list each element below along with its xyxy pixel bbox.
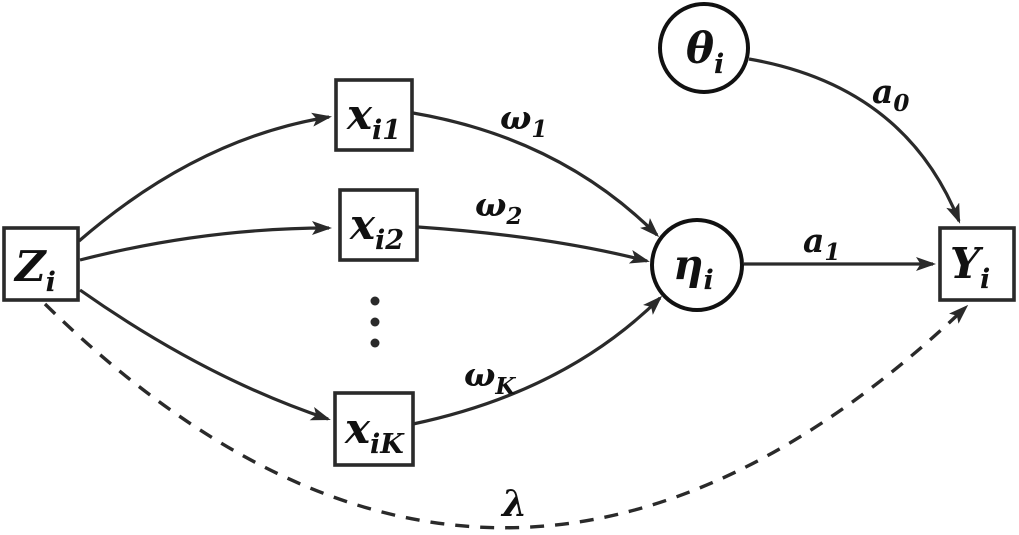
node-y-label: Yi — [950, 239, 990, 295]
edge-label-a1: a1 — [803, 221, 840, 266]
edge-x1-to-eta — [412, 111, 660, 238]
node-xK-label: xiK — [344, 404, 405, 460]
edge-label-omegaK: ωK — [464, 355, 516, 400]
edge-theta-to-y — [748, 57, 961, 224]
edge-x2-to-eta — [417, 225, 650, 264]
node-x2-box — [338, 188, 419, 262]
edge-z-to-x2 — [79, 221, 332, 262]
node-x1-label: xi1 — [346, 90, 401, 146]
edge-label-omega2: ω2 — [475, 185, 522, 230]
node-x1-box — [334, 78, 414, 152]
edge-z-to-y-dashed — [43, 302, 969, 530]
edge-label-lambda: λ — [500, 483, 527, 525]
edge-z-to-xK — [79, 288, 331, 421]
node-xK-box — [333, 391, 415, 467]
edge-label-omega1: ω1 — [500, 98, 547, 143]
edge-label-a0: a0 — [872, 72, 909, 117]
edge-xK-to-eta — [412, 295, 663, 426]
node-z-box — [2, 226, 80, 302]
vertical-ellipsis — [370, 296, 380, 348]
node-theta-circle — [658, 2, 750, 94]
node-eta-circle — [650, 218, 744, 312]
node-y-box — [938, 226, 1016, 302]
node-x2-label: xi2 — [349, 200, 404, 256]
edge-z-to-x1 — [77, 112, 332, 243]
node-eta-label: ηi — [673, 240, 714, 296]
node-theta-label: θi — [686, 24, 724, 80]
node-z-label: Zi — [13, 242, 56, 298]
